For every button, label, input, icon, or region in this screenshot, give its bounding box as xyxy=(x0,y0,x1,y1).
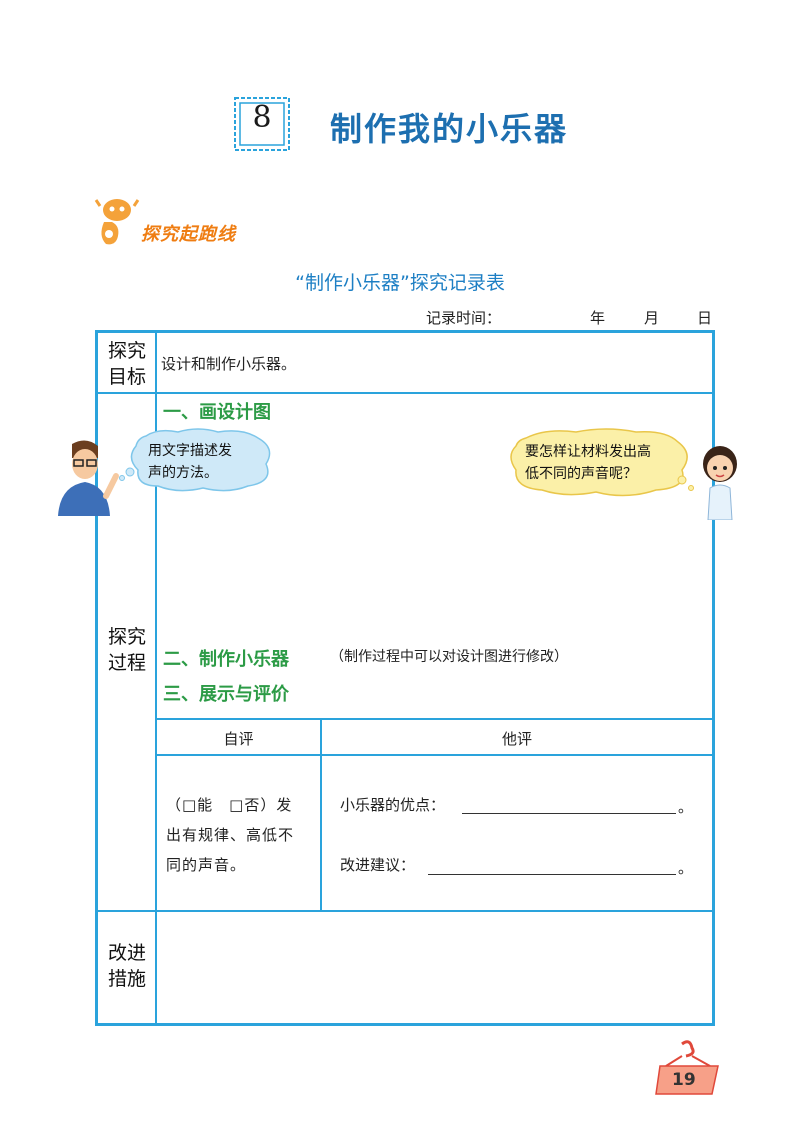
step1-heading: 一、画设计图 xyxy=(163,402,271,423)
step2-heading: 二、制作小乐器 xyxy=(163,649,289,670)
self-eval-line1: （□能 □否）发 xyxy=(166,796,293,814)
self-eval-text: （□能 □否）发 出有规律、高低不 同的声音。 xyxy=(166,790,318,880)
process-label-line1: 探究 xyxy=(107,626,146,648)
left-bubble-line1: 用文字描述发 xyxy=(148,443,232,459)
row-divider-goal xyxy=(98,392,712,394)
self-eval-line3: 同的声音。 xyxy=(166,856,247,874)
row-divider-process xyxy=(98,910,712,912)
self-eval-line2: 出有规律、高低不 xyxy=(166,826,295,844)
record-year-label: 年 xyxy=(590,309,606,327)
step2-note: （制作过程中可以对设计图进行修改） xyxy=(330,649,568,665)
record-month-label: 月 xyxy=(644,309,660,327)
goal-text: 设计和制作小乐器。 xyxy=(161,355,297,373)
page-number-tag-icon xyxy=(655,1040,719,1095)
improve-label-line1: 改进 xyxy=(107,942,146,964)
right-bubble-line1: 要怎样让材料发出高 xyxy=(525,444,651,460)
label-column-divider xyxy=(155,333,157,1023)
suggestion-period: 。 xyxy=(678,859,694,877)
peer-eval-header: 他评 xyxy=(501,730,532,748)
self-eval-header: 自评 xyxy=(223,730,254,748)
peer-advantage-label: 小乐器的优点： xyxy=(340,796,446,814)
goal-label-line1: 探究 xyxy=(107,340,146,362)
cow-mascot-icon xyxy=(94,199,140,245)
process-label: 探究 过程 xyxy=(99,624,155,676)
goal-label: 探究 目标 xyxy=(99,338,155,390)
lesson-number-badge xyxy=(234,97,290,151)
improve-label: 改进 措施 xyxy=(99,940,155,992)
right-bubble-line2: 低不同的声音呢？ xyxy=(525,466,637,482)
advantage-blank[interactable] xyxy=(462,813,676,814)
girl-illustration xyxy=(703,446,737,520)
record-day-label: 日 xyxy=(697,309,713,327)
process-label-line2: 过程 xyxy=(107,652,146,674)
right-bubble-text: 要怎样让材料发出高 低不同的声音呢？ xyxy=(525,441,651,485)
suggestion-blank[interactable] xyxy=(428,874,676,875)
teacher-illustration xyxy=(58,440,119,516)
page-number: 19 xyxy=(672,1070,696,1090)
record-time-label: 记录时间： xyxy=(426,309,502,327)
lesson-number: 8 xyxy=(252,100,272,135)
goal-label-line2: 目标 xyxy=(107,366,146,388)
right-thought-bubble xyxy=(510,428,694,497)
step3-heading: 三、展示与评价 xyxy=(163,684,289,705)
page-title: 制作我的小乐器 xyxy=(330,110,569,148)
form-title: “制作小乐器”探究记录表 xyxy=(295,272,505,294)
left-bubble-line2: 声的方法。 xyxy=(148,465,218,481)
record-table xyxy=(95,330,715,1026)
eval-column-divider xyxy=(320,718,322,910)
peer-suggestion-label: 改进建议： xyxy=(340,856,416,874)
eval-header-line xyxy=(157,754,712,756)
advantage-period: 。 xyxy=(678,798,694,816)
left-thought-bubble xyxy=(119,428,271,492)
improve-label-line2: 措施 xyxy=(107,968,146,990)
left-bubble-text: 用文字描述发 声的方法。 xyxy=(148,440,232,484)
eval-top-line xyxy=(157,718,712,720)
section-banner: 探究起跑线 xyxy=(141,224,236,245)
